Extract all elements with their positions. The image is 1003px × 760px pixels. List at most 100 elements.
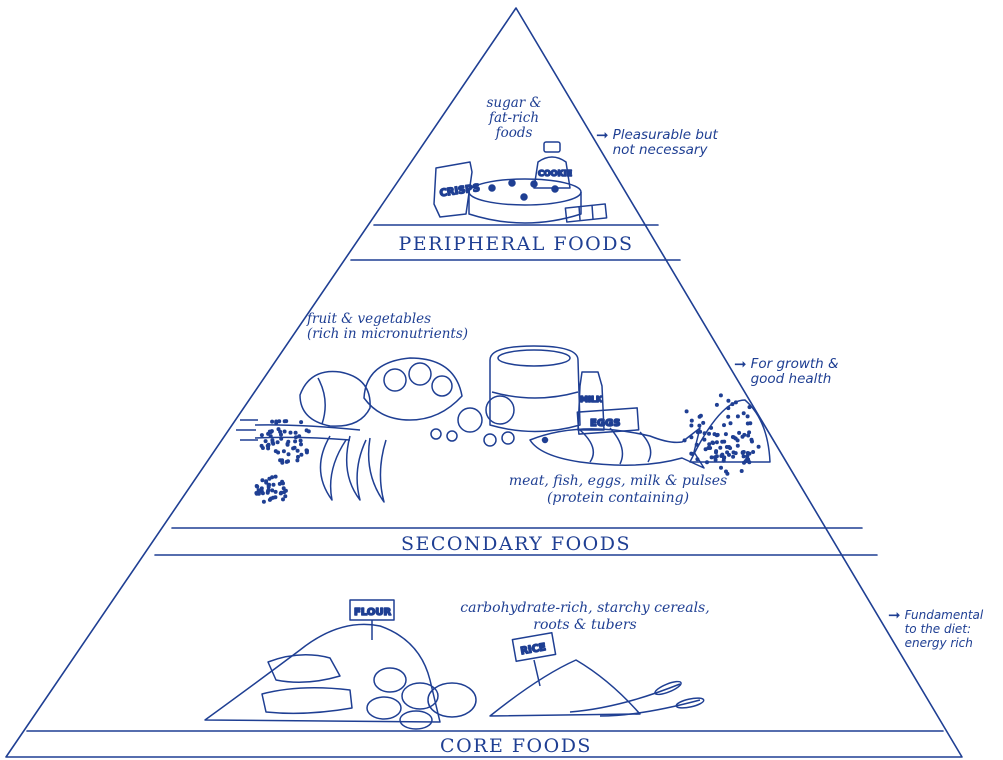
seed-dot: [259, 433, 264, 438]
seed-dot: [708, 446, 713, 450]
peripheral-food-note-line: foods: [495, 125, 533, 141]
seed-dot: [741, 411, 746, 416]
chocolate-segment: [591, 204, 594, 220]
seed-dot: [712, 432, 717, 437]
pumpkin-illustration: [489, 345, 581, 433]
seed-dot: [709, 455, 714, 460]
carbohydrate-note-line: carbohydrate-rich, starchy cereals,: [460, 600, 710, 616]
potato-illustration: [399, 710, 433, 730]
secondary-side-note-line: For growth &: [750, 356, 839, 372]
seed-dot: [280, 479, 285, 484]
seed-dot: [689, 435, 694, 440]
cake-decoration: [551, 185, 559, 193]
seed-dot: [751, 450, 756, 454]
rice-sign-label: RICE: [520, 642, 547, 657]
seed-dot: [276, 450, 281, 455]
seed-dot: [728, 446, 733, 451]
seed-dot: [299, 452, 304, 457]
seed-dot: [726, 406, 731, 411]
seed-dot: [747, 405, 752, 410]
fish-stripes: [579, 427, 652, 465]
seed-dot: [260, 491, 265, 496]
seed-dot: [710, 440, 715, 445]
cookie-jar-label: COOKIE: [538, 169, 572, 178]
seed-dot: [724, 445, 729, 449]
seed-dot: [268, 496, 273, 501]
seed-dot: [709, 425, 714, 430]
wheat-ear: [654, 680, 682, 696]
cake-decoration: [520, 193, 528, 201]
seed-dot: [267, 482, 272, 487]
seed-dot: [277, 419, 282, 424]
seed-dot: [714, 440, 719, 445]
seed-dot: [713, 457, 718, 462]
secondary-side-note: ➞ For growth & good health: [734, 357, 839, 387]
seed-dot: [695, 430, 700, 435]
wheat-ear: [675, 697, 705, 709]
berry-illustration: [501, 431, 515, 445]
flour-sign-label: FLOUR: [354, 607, 391, 618]
seed-dot: [694, 442, 699, 447]
seed-dot: [747, 430, 752, 435]
seed-dot: [288, 430, 293, 435]
seed-dot: [296, 454, 300, 459]
seed-dot: [726, 414, 731, 419]
flour-mound-illustration: [204, 623, 441, 723]
protein-note-line: (protein containing): [546, 490, 690, 506]
arrow-right-icon: ➞: [888, 606, 901, 624]
peripheral-foods-title: PERIPHERAL FOODS: [398, 233, 634, 255]
seed-dot: [726, 398, 731, 403]
seed-dot: [259, 487, 264, 492]
seed-dot: [714, 454, 719, 459]
corn-illustration: [261, 654, 353, 715]
seed-dot: [271, 482, 276, 487]
core-side-note-line: to the diet:: [904, 622, 972, 636]
carrot-illustration: [254, 424, 361, 441]
seed-dot: [733, 451, 738, 456]
seed-dot: [275, 440, 280, 445]
cauliflower-floret: [383, 368, 407, 392]
seed-dot: [731, 454, 736, 459]
secondary-foods-title: SECONDARY FOODS: [401, 533, 631, 555]
cabbage-leaf: [317, 377, 326, 425]
milk-bottle-illustration: [577, 371, 605, 431]
fruit-veg-note: fruit & vegetables (rich in micronutrien…: [307, 312, 468, 342]
seed-dot: [293, 430, 298, 435]
seed-dot: [722, 423, 726, 428]
seed-dot: [740, 434, 745, 439]
seed-dot: [718, 393, 723, 398]
seed-dot: [724, 469, 728, 474]
seed-dot: [268, 434, 273, 439]
peripheral-side-note-line: Pleasurable but: [612, 127, 718, 143]
seed-dot: [689, 418, 694, 423]
seed-dot: [282, 429, 287, 434]
cookie-jar-illustration: [533, 156, 571, 189]
seed-dot: [747, 460, 752, 465]
seed-dot: [254, 491, 259, 495]
seed-dot: [737, 430, 742, 435]
seed-dot: [286, 459, 290, 464]
seed-dot: [304, 450, 309, 455]
peripheral-side-note: ➞ Pleasurable but not necessary: [596, 128, 718, 158]
secondary-side-note-line: good health: [750, 371, 832, 387]
eggs-box-label: EGGS: [590, 418, 620, 429]
seed-dot: [722, 455, 727, 460]
cake-side: [468, 192, 582, 224]
seed-dot: [745, 451, 750, 455]
peripheral-food-note-line: fat-rich: [488, 110, 540, 126]
seed-dot: [283, 494, 288, 499]
cauliflower-floret: [431, 375, 453, 397]
cabbage-illustration: [299, 370, 371, 427]
seed-dot: [707, 442, 712, 447]
seed-dot: [719, 465, 723, 470]
arrow-right-icon: ➞: [734, 355, 747, 373]
potato-illustration: [401, 682, 439, 710]
pyramid-outline: [5, 7, 963, 758]
protein-note-line: meat, fish, eggs, milk & pulses: [508, 473, 728, 489]
berry-illustration: [430, 428, 442, 440]
seed-dot: [261, 499, 266, 504]
seed-dot: [730, 402, 735, 407]
seed-dot: [282, 419, 287, 424]
